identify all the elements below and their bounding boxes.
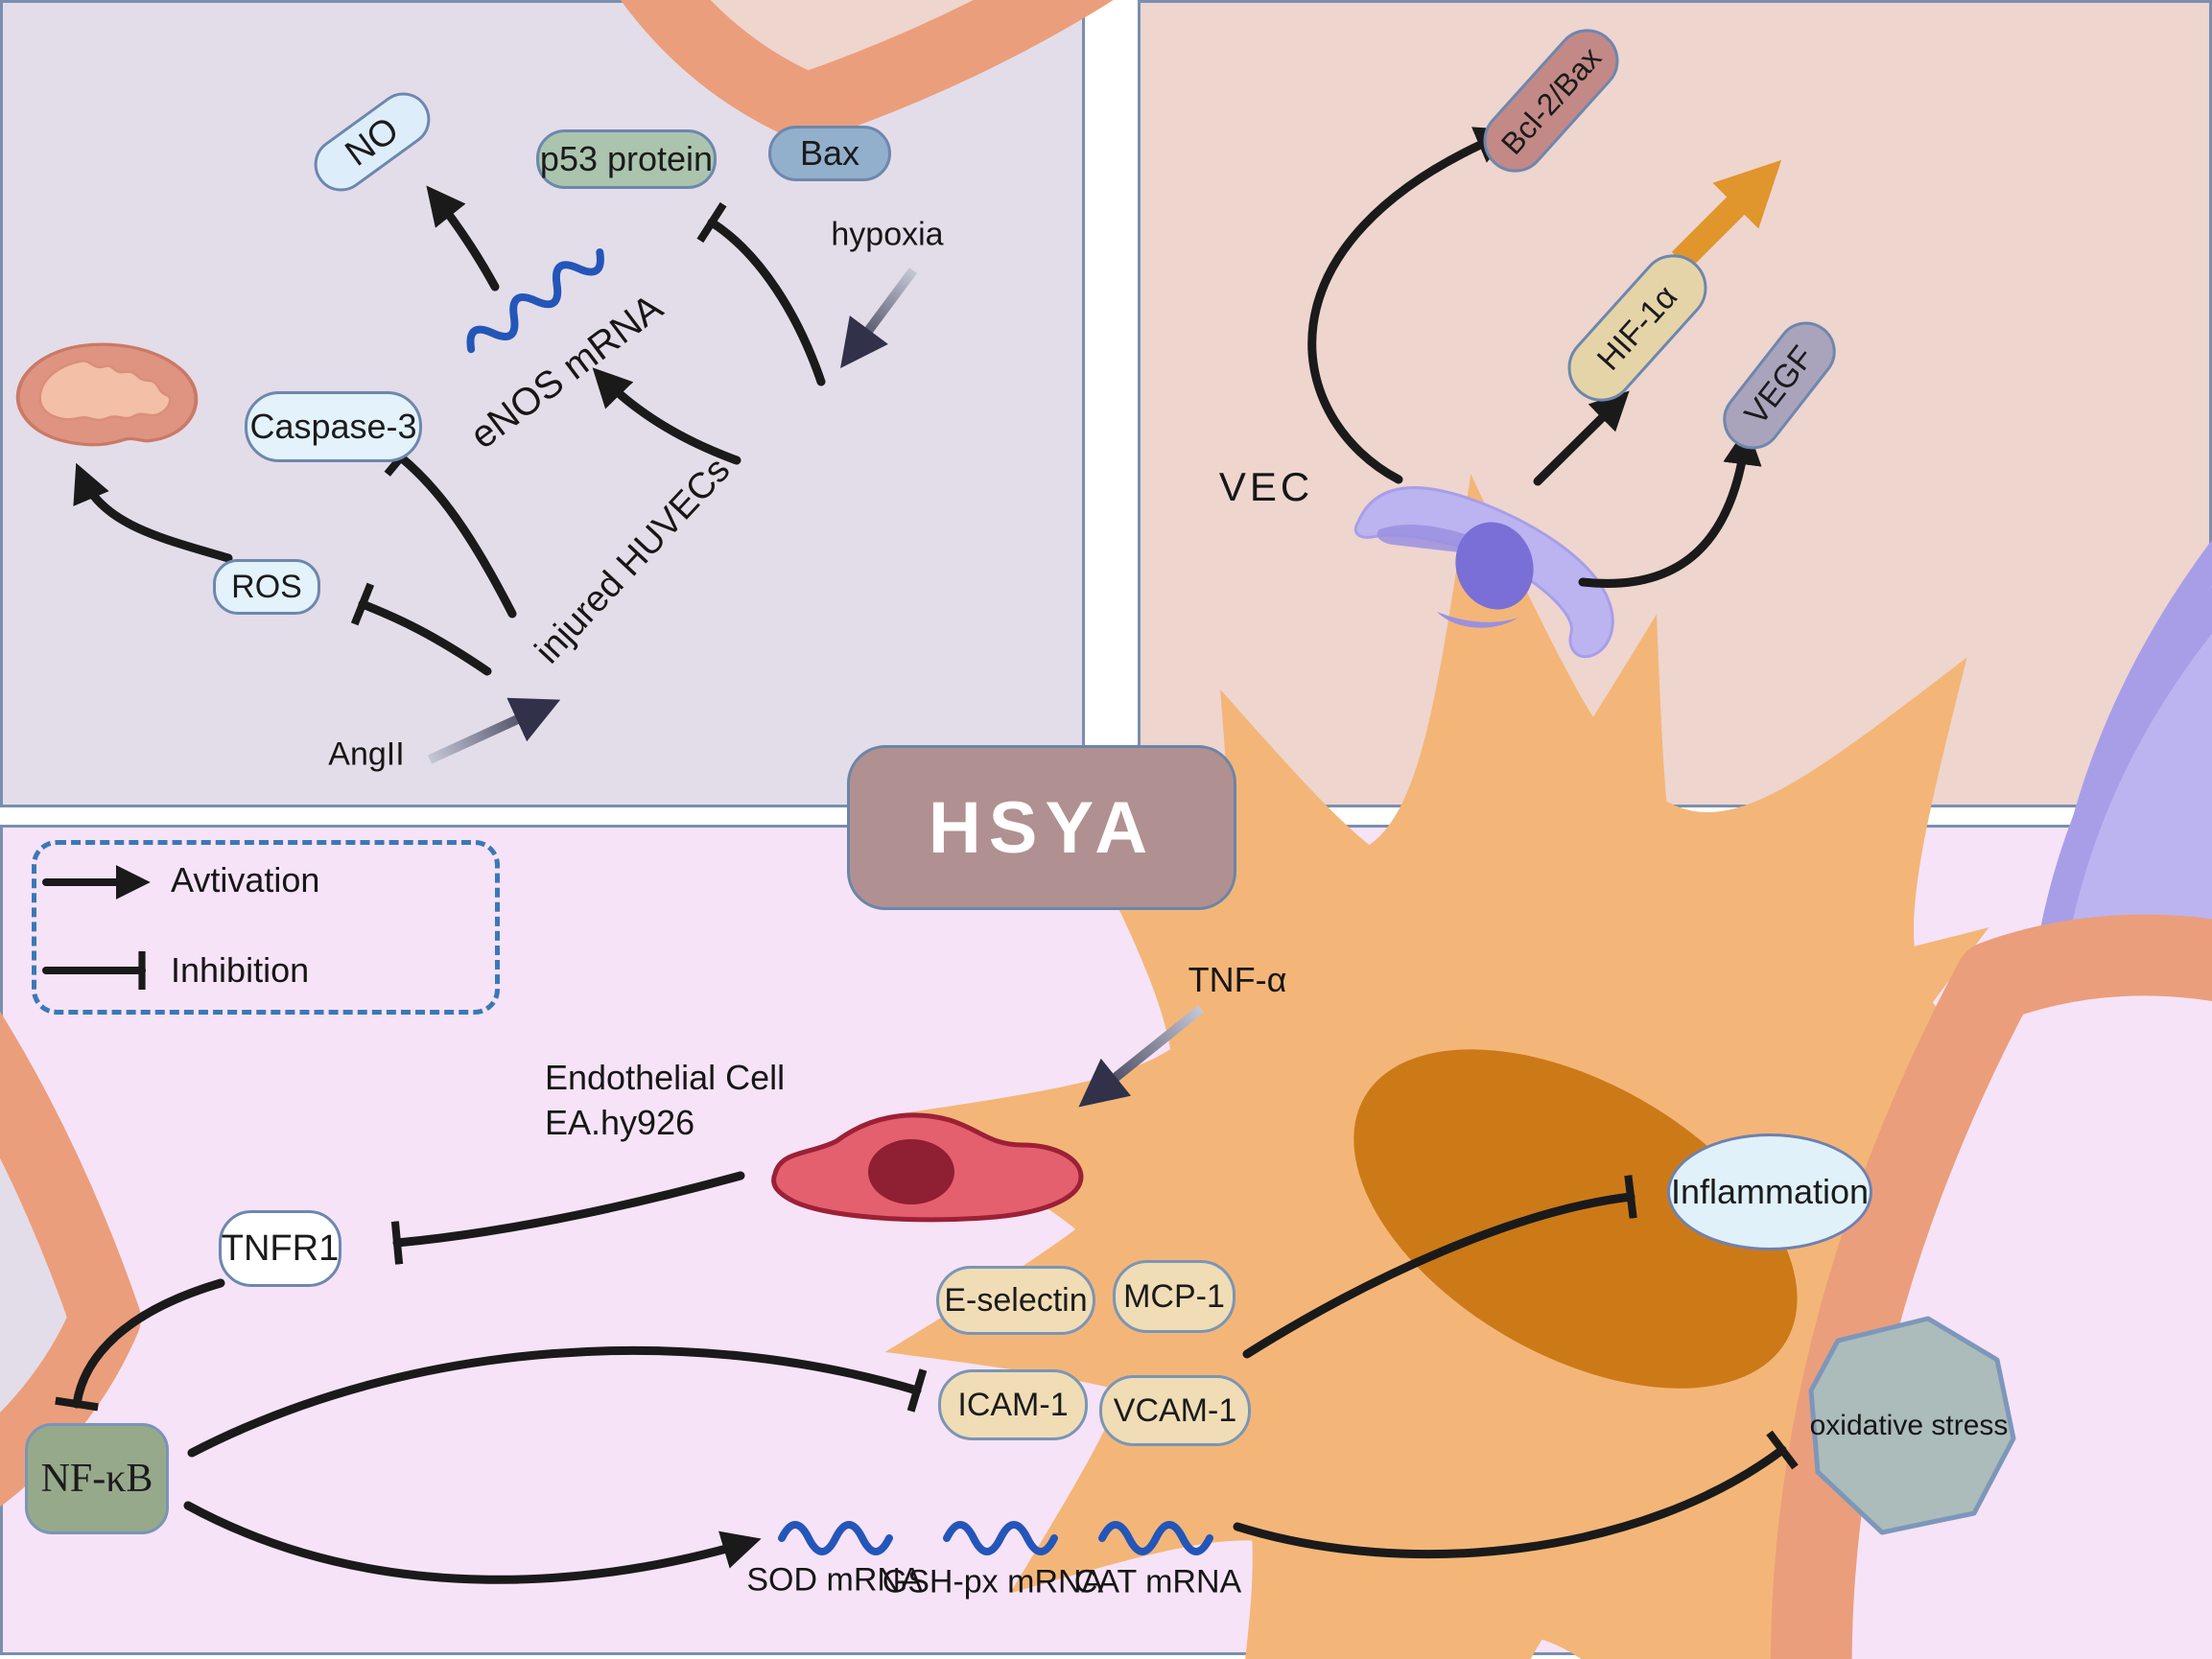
tnfr1-pill: TNFR1: [219, 1210, 341, 1287]
ea-cell-caption: Endothelial Cell EA.hy926: [545, 1055, 785, 1145]
vec-label: VEC: [1218, 464, 1314, 509]
ea-hy926-cell-icon: [771, 1112, 1084, 1223]
hsya-box: HSYA: [847, 745, 1236, 910]
ea-cell-caption-line2: EA.hy926: [545, 1103, 695, 1142]
tbar-to-oxidative-stress: [1233, 1430, 1799, 1559]
arrow-vec-to-hif1a: [1533, 390, 1630, 486]
legend-inhibition-label: Inhibition: [171, 950, 310, 990]
tbar-tnfr1-to-nfkb: [55, 1278, 225, 1412]
cat-mrna-wave-icon: [1098, 1521, 1213, 1555]
ros-pill: ROS: [213, 559, 320, 615]
ea-cell-caption-line1: Endothelial Cell: [545, 1058, 786, 1097]
hypoxia-arrow: [840, 268, 918, 369]
gsh-mrna-label: GSH-px mRNA: [882, 1563, 1104, 1601]
angii-label: AngII: [328, 736, 405, 773]
sod-mrna-wave-icon: [778, 1521, 893, 1555]
mcp1-label: MCP-1: [1123, 1277, 1225, 1315]
sod-mrna-label: SOD mRNA: [746, 1561, 923, 1599]
tbar-eacell-to-tnfr1: [390, 1171, 745, 1265]
p53-label: p53 protein: [539, 139, 714, 178]
arrow-huvec-to-enos: [592, 367, 741, 465]
oxidative-stress-label: oxidative stress: [1809, 1410, 2009, 1441]
gsh-mrna-wave-icon: [943, 1521, 1058, 1555]
panel-vec: [1138, 0, 2212, 807]
oxidative-stress-shape: [1808, 1316, 2016, 1535]
tnfr1-label: TNFR1: [221, 1227, 340, 1269]
vec-cell-icon: [1353, 486, 1614, 659]
vcam1-label: VCAM-1: [1113, 1391, 1237, 1429]
legend-box: [32, 840, 500, 1015]
tnf-alpha-label: TNF-α: [1188, 960, 1287, 999]
inflammation-ellipse: Inflammation: [1667, 1133, 1872, 1250]
mcp1-pill: MCP-1: [1113, 1260, 1235, 1333]
p53-protein-pill: p53 protein: [536, 129, 717, 189]
bax-pill: Bax: [768, 126, 891, 181]
tnf-alpha-arrow: [1078, 1005, 1205, 1108]
caspase3-pill: Caspase-3: [245, 391, 422, 462]
nfkb-pill: NF-κB: [25, 1423, 169, 1534]
hypoxia-label: hypoxia: [831, 216, 944, 253]
mitochondria-icon: [15, 342, 199, 447]
tbar-huvec-to-caspase3: [384, 438, 517, 619]
hsya-label: HSYA: [928, 786, 1156, 869]
e-selectin-pill: E-selectin: [936, 1266, 1095, 1335]
arrow-vec-to-bcl2bax: [1307, 127, 1516, 484]
arrow-nfkb-to-sod: [183, 1501, 762, 1584]
tbar-to-inflammation: [1242, 1175, 1637, 1359]
bax-label: Bax: [799, 133, 860, 173]
icam1-pill: ICAM-1: [938, 1369, 1088, 1440]
tbar-nfkb-to-icam1: [187, 1345, 928, 1458]
ros-label: ROS: [231, 568, 302, 605]
legend-activation-label: Avtivation: [171, 860, 320, 900]
tbar-huvec-to-p53: [696, 201, 826, 386]
e-selectin-label: E-selectin: [944, 1281, 1088, 1319]
arrow-vec-to-vegf: [1578, 425, 1762, 588]
proliferation-arrow-icon: [1671, 159, 1782, 270]
arrow-ros-to-mitochondria: [73, 462, 233, 563]
tbar-huvec-to-ros: [350, 582, 492, 676]
cat-mrna-label: CAT mRNA: [1073, 1563, 1242, 1601]
angii-arrow: [427, 697, 561, 764]
caspase3-label: Caspase-3: [249, 407, 417, 446]
icam1-label: ICAM-1: [957, 1386, 1069, 1423]
nfkb-label: NF-κB: [40, 1457, 153, 1501]
arrow-enos-to-no: [426, 185, 500, 292]
inflammation-label: Inflammation: [1670, 1172, 1870, 1211]
enos-mrna-wave-icon: [466, 248, 604, 354]
vcam1-pill: VCAM-1: [1099, 1375, 1251, 1446]
